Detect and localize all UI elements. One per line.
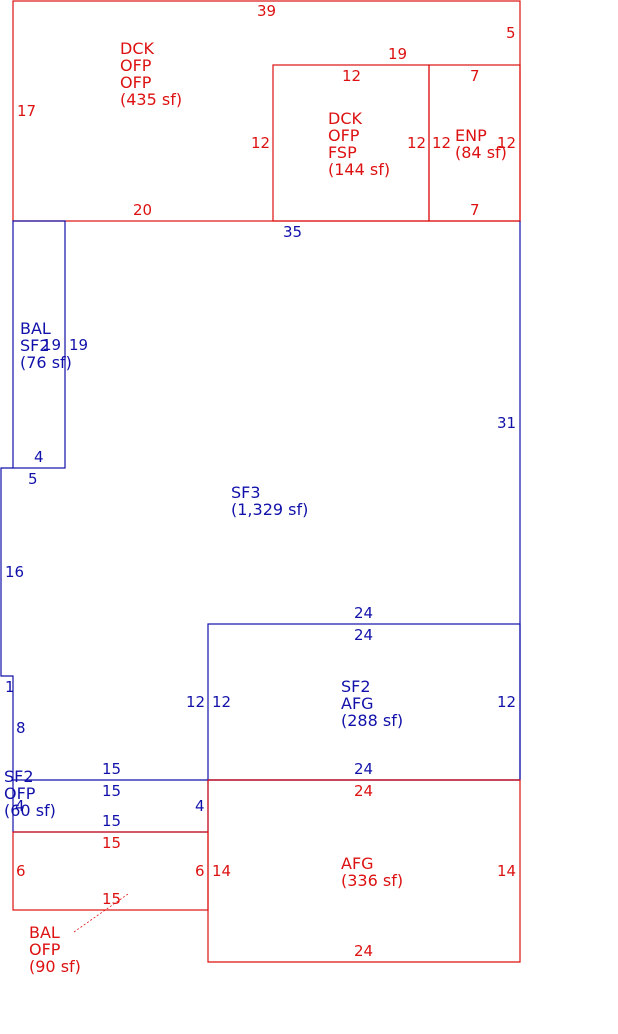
- bal-sf2-line-1: BAL: [20, 319, 51, 338]
- dck-fsp-label: DCK OFP FSP (144 sf): [328, 109, 390, 179]
- dimension-label: 12: [342, 67, 361, 85]
- bal-sf2-label: BAL SF2 (76 sf): [20, 319, 72, 372]
- dimension-label: 20: [133, 201, 152, 219]
- dimension-label: 12: [497, 693, 516, 711]
- sf3-area: (1,329 sf): [231, 500, 308, 519]
- dimension-label: 39: [257, 2, 276, 20]
- dimension-label: 12: [251, 134, 270, 152]
- dimension-label: 24: [354, 626, 373, 644]
- dimension-label: 19: [388, 45, 407, 63]
- dimension-label: 15: [102, 812, 121, 830]
- afg-label: AFG (336 sf): [341, 854, 403, 890]
- dck-ofp-line-1: DCK: [120, 39, 154, 58]
- dimension-label: 15: [102, 760, 121, 778]
- sf3-left-edge: [0, 467, 520, 781]
- dimension-label: 7: [470, 67, 480, 85]
- dimension-label: 19: [42, 336, 61, 354]
- upper-red-areas: [12, 0, 521, 222]
- area-labels: DCK OFP OFP (435 sf) DCK OFP FSP (144 sf…: [4, 39, 507, 976]
- enp-area: (84 sf): [455, 143, 507, 162]
- dck-ofp-outline: [12, 0, 521, 222]
- sf2-ofp-line-2: OFP: [4, 784, 36, 803]
- dimension-label: 12: [432, 134, 451, 152]
- dimension-label: 5: [506, 24, 516, 42]
- dimension-label: 12: [186, 693, 205, 711]
- dimension-label: 8: [16, 719, 26, 737]
- dck-fsp-line-3: FSP: [328, 143, 357, 162]
- dimension-label: 15: [102, 890, 121, 908]
- dimension-label: 14: [497, 862, 516, 880]
- dimension-labels: 39 5 19 17 12 7 12 12 12 12 20 7 35 19 1…: [5, 2, 516, 960]
- dimension-label: 4: [195, 797, 205, 815]
- sf2-afg-line-1: SF2: [341, 677, 371, 696]
- dck-fsp-line-1: DCK: [328, 109, 362, 128]
- sf2-ofp-area: (60 sf): [4, 801, 56, 820]
- dimension-label: 4: [34, 448, 44, 466]
- sf2-afg-area: (288 sf): [341, 711, 403, 730]
- dimension-label: 15: [102, 834, 121, 852]
- dimension-label: 5: [28, 470, 38, 488]
- dimension-label: 24: [354, 942, 373, 960]
- dck-ofp-line-3: OFP: [120, 73, 152, 92]
- sf2-afg-line-2: AFG: [341, 694, 374, 713]
- dimension-label: 6: [16, 862, 26, 880]
- dck-ofp-label: DCK OFP OFP (435 sf): [120, 39, 182, 109]
- blue-areas: [0, 220, 521, 833]
- bal-ofp-line-1: BAL: [29, 923, 60, 942]
- dimension-label: 15: [102, 782, 121, 800]
- sf2-afg-label: SF2 AFG (288 sf): [341, 677, 403, 730]
- bal-ofp-outline: [12, 831, 209, 911]
- sf3-label: SF3 (1,329 sf): [231, 483, 308, 519]
- dimension-label: 4: [15, 797, 25, 815]
- dck-fsp-line-2: OFP: [328, 126, 360, 145]
- afg-line-1: AFG: [341, 854, 374, 873]
- bal-ofp-label: BAL OFP (90 sf): [29, 923, 81, 976]
- sf3-line-1: SF3: [231, 483, 261, 502]
- dimension-label: 17: [17, 102, 36, 120]
- bal-ofp-leader-line: [73, 893, 129, 933]
- dimension-label: 31: [497, 414, 516, 432]
- dimension-label: 19: [69, 336, 88, 354]
- enp-line-1: ENP: [455, 126, 487, 145]
- dimension-label: 35: [283, 223, 302, 241]
- bal-ofp-line-2: OFP: [29, 940, 61, 959]
- lower-red-areas: [12, 779, 521, 963]
- dimension-label: 16: [5, 563, 24, 581]
- dimension-label: 12: [212, 693, 231, 711]
- dck-fsp-area: (144 sf): [328, 160, 390, 179]
- dimension-label: 1: [5, 678, 15, 696]
- dimension-label: 12: [497, 134, 516, 152]
- sf2-ofp-line-1: SF2: [4, 767, 34, 786]
- dimension-label: 14: [212, 862, 231, 880]
- bal-sf2-outline: [12, 220, 66, 469]
- dimension-label: 24: [354, 760, 373, 778]
- bal-ofp-area: (90 sf): [29, 957, 81, 976]
- dck-ofp-line-2: OFP: [120, 56, 152, 75]
- sf2-ofp-label: SF2 OFP (60 sf): [4, 767, 56, 820]
- bal-sf2-line-2: SF2: [20, 336, 50, 355]
- bal-sf2-area: (76 sf): [20, 353, 72, 372]
- dimension-label: 7: [470, 201, 480, 219]
- dimension-label: 6: [195, 862, 205, 880]
- enp-outline: [428, 64, 521, 222]
- afg-area: (336 sf): [341, 871, 403, 890]
- enp-label: ENP (84 sf): [455, 126, 507, 162]
- dimension-label: 24: [354, 782, 373, 800]
- dimension-label: 24: [354, 604, 373, 622]
- dck-ofp-area: (435 sf): [120, 90, 182, 109]
- dimension-label: 12: [407, 134, 426, 152]
